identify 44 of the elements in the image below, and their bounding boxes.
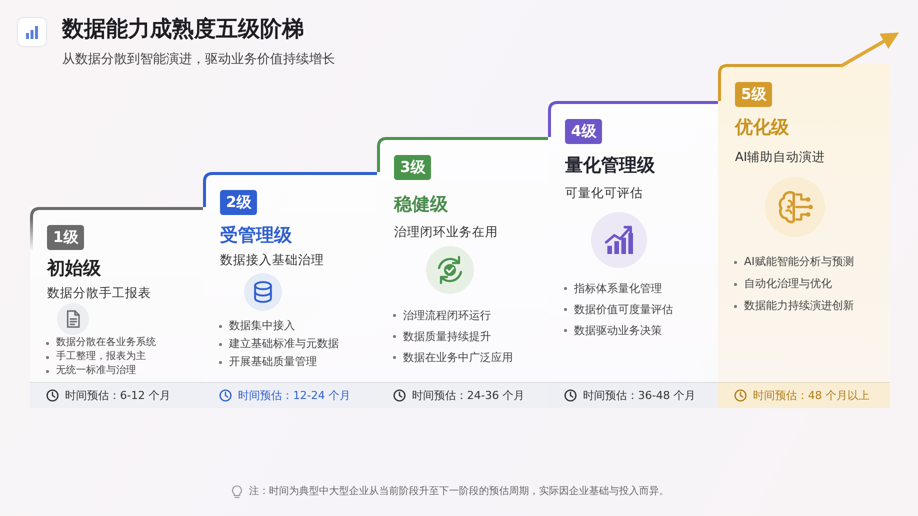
bullet-item: 数据能力持续演进创新 [733,295,854,317]
level-description: AI辅助自动演进 [735,148,826,165]
level-badge: 1级 [47,225,84,250]
level-badge: 3级 [394,155,432,180]
bullet-item: AI赋能智能分析与预测 [733,251,854,273]
bullet-item: 手工整理，报表为主 [45,350,156,364]
level-description: 数据接入基础治理 [220,251,324,268]
subtitle-text: 从数据分散到智能演进，驱动业务价值持续增长 [62,51,335,69]
time-estimate-text: 时间预估：12-24 个月 [238,388,350,403]
time-estimate-text: 时间预估：6-12 个月 [65,388,170,403]
level-description: 数据分散手工报表 [47,284,151,301]
bullet-item: 数据驱动业务决策 [563,320,673,341]
level-name: 初始级 [47,257,101,281]
level-name: 量化管理级 [565,154,655,178]
time-estimate-bar [30,382,203,408]
bullet-item: 数据质量持续提升 [392,326,513,347]
level-badge: 2级 [220,190,258,215]
level-badge: 5级 [735,82,772,107]
level-panel [718,64,890,408]
level-panel [30,207,203,408]
bullet-item: 开展基础质量管理 [218,353,339,371]
time-estimate-bar [548,382,718,408]
level-description: 治理闭环业务在用 [394,223,498,240]
level-name: 稳健级 [394,193,448,217]
bullet-item: 无统一标准与治理 [45,364,156,378]
level-name: 受管理级 [220,224,292,248]
bullet-item: 建立基础标准与元数据 [218,335,339,353]
time-estimate-bar [718,382,890,408]
level-badge: 4级 [565,119,602,144]
time-estimate-text: 时间预估：48 个月以上 [753,388,870,403]
bullet-item: 治理流程闭环运行 [392,305,513,326]
bullet-item: 自动化治理与优化 [733,273,854,295]
level-name: 优化级 [735,116,789,140]
bullet-item: 数据价值可度量评估 [563,299,673,320]
bullet-item: 数据集中接入 [218,317,339,335]
level-panel [548,101,718,408]
title-text: 数据能力成熟度五级阶梯 [62,16,304,44]
bullet-item: 数据在业务中广泛应用 [392,347,513,368]
time-estimate-text: 时间预估：36-48 个月 [583,388,696,403]
bullet-item: 数据分散在各业务系统 [45,336,156,350]
level-description: 可量化可评估 [565,184,643,201]
footnote-text: 注：时间为典型中大型企业从当前阶段升至下一阶段的预估周期，实际因企业基础与投入而异。 [249,484,669,499]
bullet-item: 指标体系量化管理 [563,278,673,299]
time-estimate-text: 时间预估：24-36 个月 [412,388,524,403]
